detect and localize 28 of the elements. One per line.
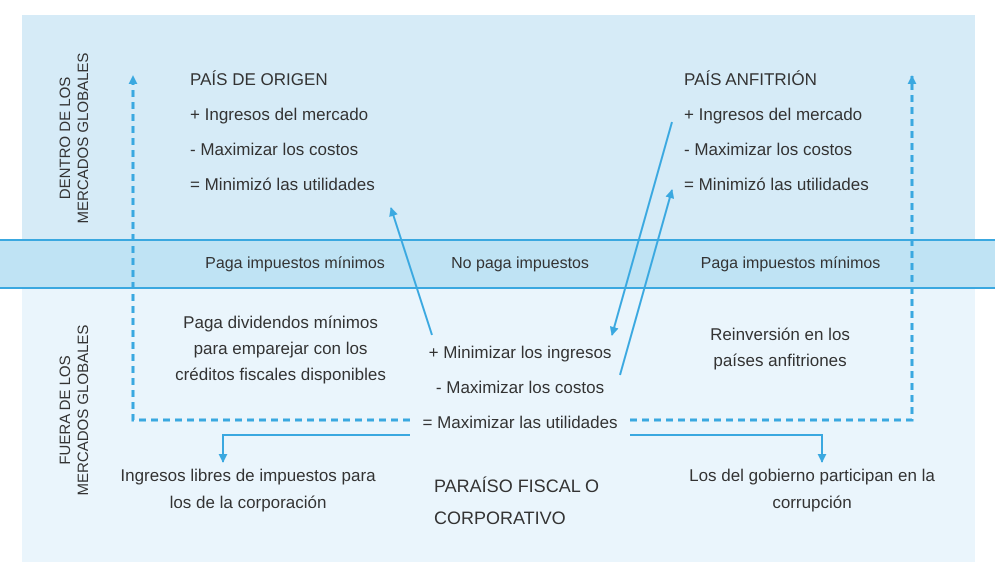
arrow xyxy=(389,207,433,336)
formula-line: - Maximizar los costos xyxy=(190,139,358,161)
formula-line: = Maximizar las utilidades xyxy=(422,412,618,434)
formula-line: + Ingresos del mercado xyxy=(190,104,368,126)
formula-line: = Minimizó las utilidades xyxy=(190,174,375,196)
formula-line: = Minimizó las utilidades xyxy=(684,174,869,196)
band-axis-label: FUERA DE LOS MERCADOS GLOBALES xyxy=(57,324,93,498)
dashed-arrow xyxy=(630,75,916,422)
arrow xyxy=(619,189,674,376)
outcome-text: Los del gobierno participan en la corrupción xyxy=(688,465,936,514)
block-heading: PAÍS DE ORIGEN xyxy=(190,69,328,91)
tax-level-label: No paga impuestos xyxy=(450,254,590,274)
flow-note: Paga dividendos mínimos para emparejar con los créditos fiscales disponibles xyxy=(174,312,387,386)
arrow xyxy=(630,434,826,463)
outcome-text: Ingresos libres de impuestos para los de la corporación xyxy=(119,465,377,514)
band-axis-label: DENTRO DE LOS MERCADOS GLOBALES xyxy=(57,52,93,226)
formula-line: - Maximizar los costos xyxy=(684,139,852,161)
block-heading: PAÍS ANFITRIÓN xyxy=(684,69,817,91)
flow-note: Reinversión en los países anfitriones xyxy=(709,324,851,372)
arrow xyxy=(610,122,673,336)
tax-level-label: Paga impuestos mínimos xyxy=(700,254,882,274)
tax-level-label: Paga impuestos mínimos xyxy=(204,254,386,274)
formula-line: - Maximizar los costos xyxy=(436,377,604,399)
formula-line: + Minimizar los ingresos xyxy=(428,342,612,364)
arrow xyxy=(218,434,410,463)
dashed-arrow xyxy=(128,75,410,422)
block-caption: PARAÍSO FISCAL O CORPORATIVO xyxy=(434,475,600,530)
formula-line: + Ingresos del mercado xyxy=(684,104,862,126)
